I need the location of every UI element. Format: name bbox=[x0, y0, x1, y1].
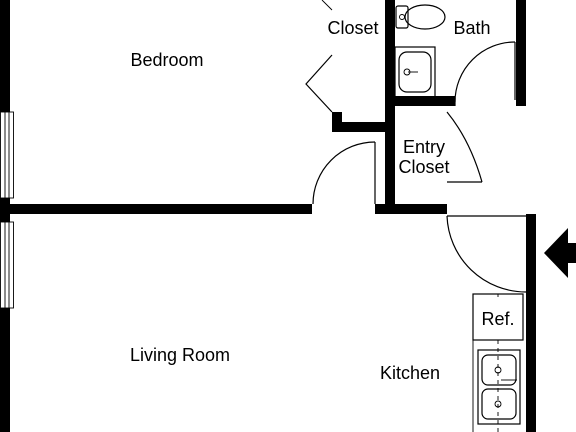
double-sink-icon bbox=[477, 349, 521, 425]
bath-door bbox=[454, 41, 516, 106]
toilet-icon bbox=[395, 4, 446, 30]
closet-jamb bbox=[332, 112, 342, 132]
window-bedroom bbox=[0, 111, 14, 199]
right-wall-bottom bbox=[526, 214, 536, 432]
bedroom-door bbox=[312, 141, 376, 205]
room-label-bath: Bath bbox=[453, 18, 490, 38]
room-label-living-room: Living Room bbox=[130, 345, 230, 365]
closet-bifold-door bbox=[305, 0, 333, 113]
room-label-entry-closet-line1: Entry bbox=[403, 137, 445, 157]
entry-closet-door bbox=[446, 111, 483, 183]
left-wall-bottom bbox=[0, 308, 10, 432]
entry-arrow-icon bbox=[544, 228, 576, 278]
left-wall-top bbox=[0, 0, 10, 112]
entry-door bbox=[446, 215, 527, 293]
right-wall-top bbox=[516, 0, 526, 104]
entry-closet-bottom-wall bbox=[375, 204, 447, 214]
sink-icon bbox=[394, 46, 436, 98]
refrigerator-label: Ref. bbox=[481, 309, 514, 329]
bedroom-living-wall-left bbox=[10, 204, 312, 214]
window-living-room bbox=[0, 221, 14, 309]
room-label-bedroom: Bedroom bbox=[130, 50, 203, 70]
walls bbox=[0, 0, 536, 432]
room-label-kitchen: Kitchen bbox=[380, 363, 440, 383]
kitchen-counter bbox=[472, 340, 499, 432]
doors bbox=[305, 0, 527, 293]
bath-bottom-wall bbox=[395, 96, 455, 106]
closet-entry-vertical-wall bbox=[385, 0, 395, 214]
room-label-closet: Closet bbox=[327, 18, 378, 38]
windows bbox=[0, 111, 14, 309]
room-label-entry-closet-line2: Closet bbox=[398, 157, 449, 177]
left-wall-mid bbox=[0, 198, 10, 222]
closet-bottom-wall bbox=[332, 122, 388, 132]
